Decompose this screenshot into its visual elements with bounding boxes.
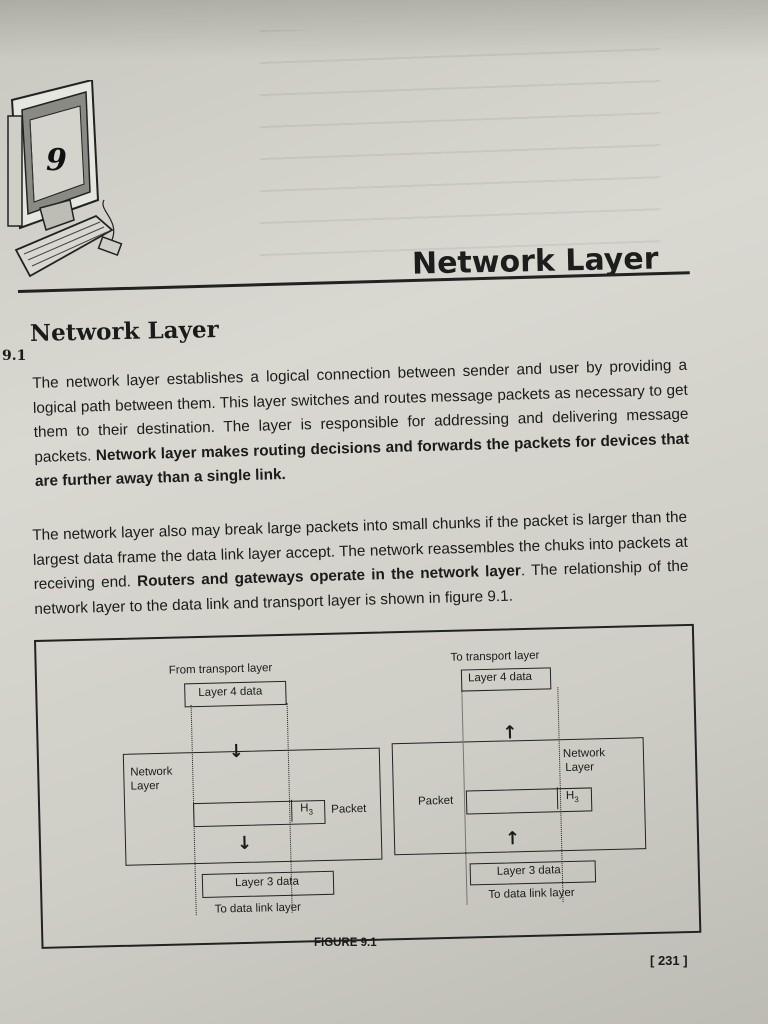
section-number: 9.1 (2, 348, 27, 364)
left-header-cell: H3 (290, 799, 326, 823)
computer-chapter-icon: 9 (7, 80, 123, 278)
right-to-datalink-label: To data link layer (488, 886, 575, 901)
right-network-label-2: Layer (565, 761, 595, 775)
right-layer4-box: Layer 4 data (460, 667, 552, 692)
figure-caption: FIGURE 9.1 (314, 937, 377, 949)
left-to-datalink-label: To data link layer (214, 901, 302, 916)
left-header-sub: 3 (308, 807, 314, 818)
page-number: [ 231 ] (650, 953, 688, 968)
paragraph-2: The network layer also may break large p… (32, 506, 689, 622)
right-layer3-box: Layer 3 data (469, 860, 597, 886)
right-packet-label: Packet (417, 794, 454, 808)
right-packet-box: H3 (465, 786, 593, 815)
to-transport-label: To transport layer (450, 649, 540, 664)
bleed-through-text (260, 30, 660, 260)
left-packet-label: Packet (331, 802, 367, 816)
left-network-label-2: Layer (130, 779, 160, 793)
right-network-label-1: Network (562, 747, 606, 761)
left-network-label-1: Network (130, 765, 173, 779)
from-transport-label: From transport layer (168, 662, 273, 677)
left-layer3-box: Layer 3 data (201, 870, 335, 898)
left-down-arrow-2: ↓ (236, 832, 253, 855)
paragraph-2-bold: Routers and gateways operate in the netw… (136, 562, 522, 591)
right-layer3-label: Layer 3 data (496, 864, 561, 878)
left-network-layer-box: Network Layer H3 Packet (122, 747, 383, 866)
right-header-cell: H3 (556, 786, 593, 810)
right-header-sub: 3 (574, 795, 579, 805)
left-layer3-label: Layer 3 data (234, 875, 300, 890)
left-layer4-label: Layer 4 data (198, 685, 263, 699)
right-header-label: H3 (566, 790, 579, 805)
section-title: Network Layer (29, 316, 219, 347)
paragraph-1-bold: Network layer makes routing decisions an… (34, 430, 690, 490)
paragraph-1: The network layer establishes a logical … (32, 354, 690, 495)
right-layer4-label: Layer 4 data (467, 670, 533, 685)
right-up-arrow-2: ↑ (504, 828, 521, 850)
left-packet-box: H3 (193, 799, 326, 828)
left-header-label: H3 (300, 803, 313, 818)
left-down-arrow-1: ↓ (228, 740, 245, 763)
left-layer4-box: Layer 4 data (184, 680, 287, 708)
chapter-number: 9 (46, 143, 67, 178)
figure-box: From transport layer Layer 4 data Networ… (34, 623, 702, 949)
right-up-arrow-1: ↑ (502, 722, 518, 744)
page-shadow (0, 0, 768, 60)
